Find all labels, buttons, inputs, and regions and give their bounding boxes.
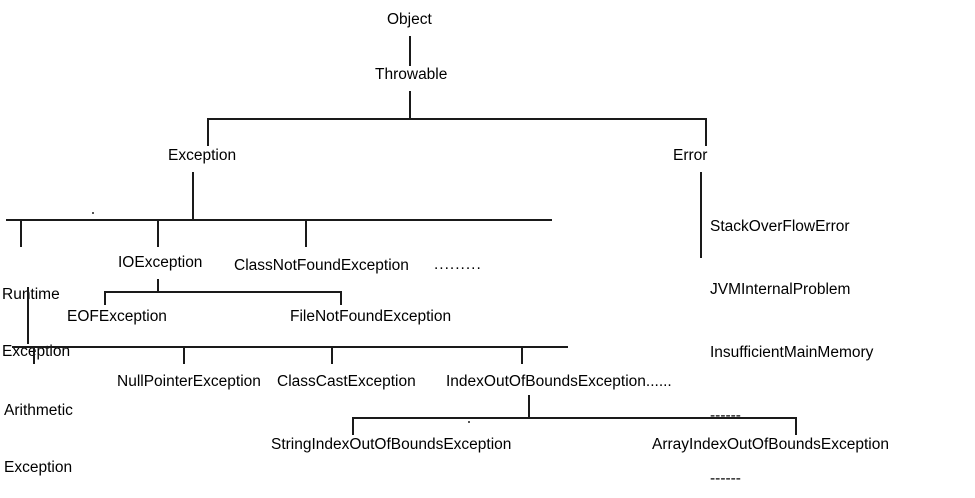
edge-exception-stem (192, 172, 194, 219)
node-runtime-exception-line2: Exception (2, 343, 71, 360)
edge-bar-to-null-pointer-exception (183, 346, 185, 364)
edge-bar-to-class-not-found-exception (305, 219, 307, 247)
edge-runtime-exception-stem (27, 287, 29, 344)
edge-runtime-exception-children-bar (12, 346, 568, 348)
artifact-speck-bottom-bar (468, 421, 470, 423)
edge-bar-to-index-out-of-bounds-exception (521, 346, 523, 364)
edge-throwable-bar (207, 118, 707, 120)
node-error: Error (673, 147, 708, 164)
error-child-insufficientmainmemory: InsufficientMainMemory (710, 344, 874, 361)
exception-more-dots: ......... (434, 256, 482, 273)
node-arithmetic-exception-line1: Arithmetic (4, 402, 73, 419)
edge-bar-to-string-index-out-of-bounds-exception (352, 417, 354, 435)
node-io-exception: IOException (118, 254, 203, 271)
edge-bar-to-array-index-out-of-bounds-exception (795, 417, 797, 435)
node-null-pointer-exception: NullPointerException (117, 373, 261, 390)
node-array-index-out-of-bounds-exception: ArrayIndexOutOfBoundsException (652, 436, 889, 453)
node-arithmetic-exception: Arithmetic Exception (4, 363, 73, 498)
edge-error-stem (700, 172, 702, 258)
edge-bar-to-runtime-exception (20, 219, 22, 247)
edge-bar-to-eof-exception (104, 291, 106, 305)
edge-io-exception-stem (157, 279, 159, 292)
node-string-index-out-of-bounds-exception: StringIndexOutOfBoundsException (271, 436, 512, 453)
edge-io-exception-children-bar (104, 291, 342, 293)
node-exception: Exception (168, 147, 237, 164)
error-child-dash-1: ------ (710, 407, 741, 424)
edge-bar-to-error (705, 118, 707, 146)
edge-bar-to-io-exception (157, 219, 159, 247)
edge-bar-to-class-cast-exception (331, 346, 333, 364)
error-child-stackoverflowerror: StackOverFlowError (710, 218, 850, 235)
node-index-out-of-bounds-exception: IndexOutOfBoundsException...... (446, 373, 672, 390)
edge-exception-children-bar (6, 219, 552, 221)
edge-bar-to-file-not-found-exception (340, 291, 342, 305)
node-throwable: Throwable (375, 66, 448, 83)
node-object: Object (387, 11, 432, 28)
error-child-jvminternalproblem: JVMInternalProblem (710, 281, 851, 298)
error-child-dash-2: ------ (710, 470, 741, 487)
edge-bar-to-arithmetic-exception (33, 346, 35, 364)
node-runtime-exception-line1: Runtime (2, 286, 60, 303)
node-eof-exception: EOFException (67, 308, 167, 325)
edge-index-out-of-bounds-stem (528, 395, 530, 418)
edge-index-out-of-bounds-children-bar (352, 417, 797, 419)
edge-throwable-stem (409, 91, 411, 119)
error-children-list: StackOverFlowError JVMInternalProblem In… (710, 174, 873, 498)
edge-bar-to-exception (207, 118, 209, 146)
node-class-cast-exception: ClassCastException (277, 373, 416, 390)
node-arithmetic-exception-line2: Exception (4, 459, 73, 476)
edge-object-to-throwable (409, 36, 411, 66)
node-class-not-found-exception: ClassNotFoundException (234, 257, 409, 274)
artifact-speck-exception-bar (92, 212, 94, 214)
node-file-not-found-exception: FileNotFoundException (290, 308, 452, 325)
